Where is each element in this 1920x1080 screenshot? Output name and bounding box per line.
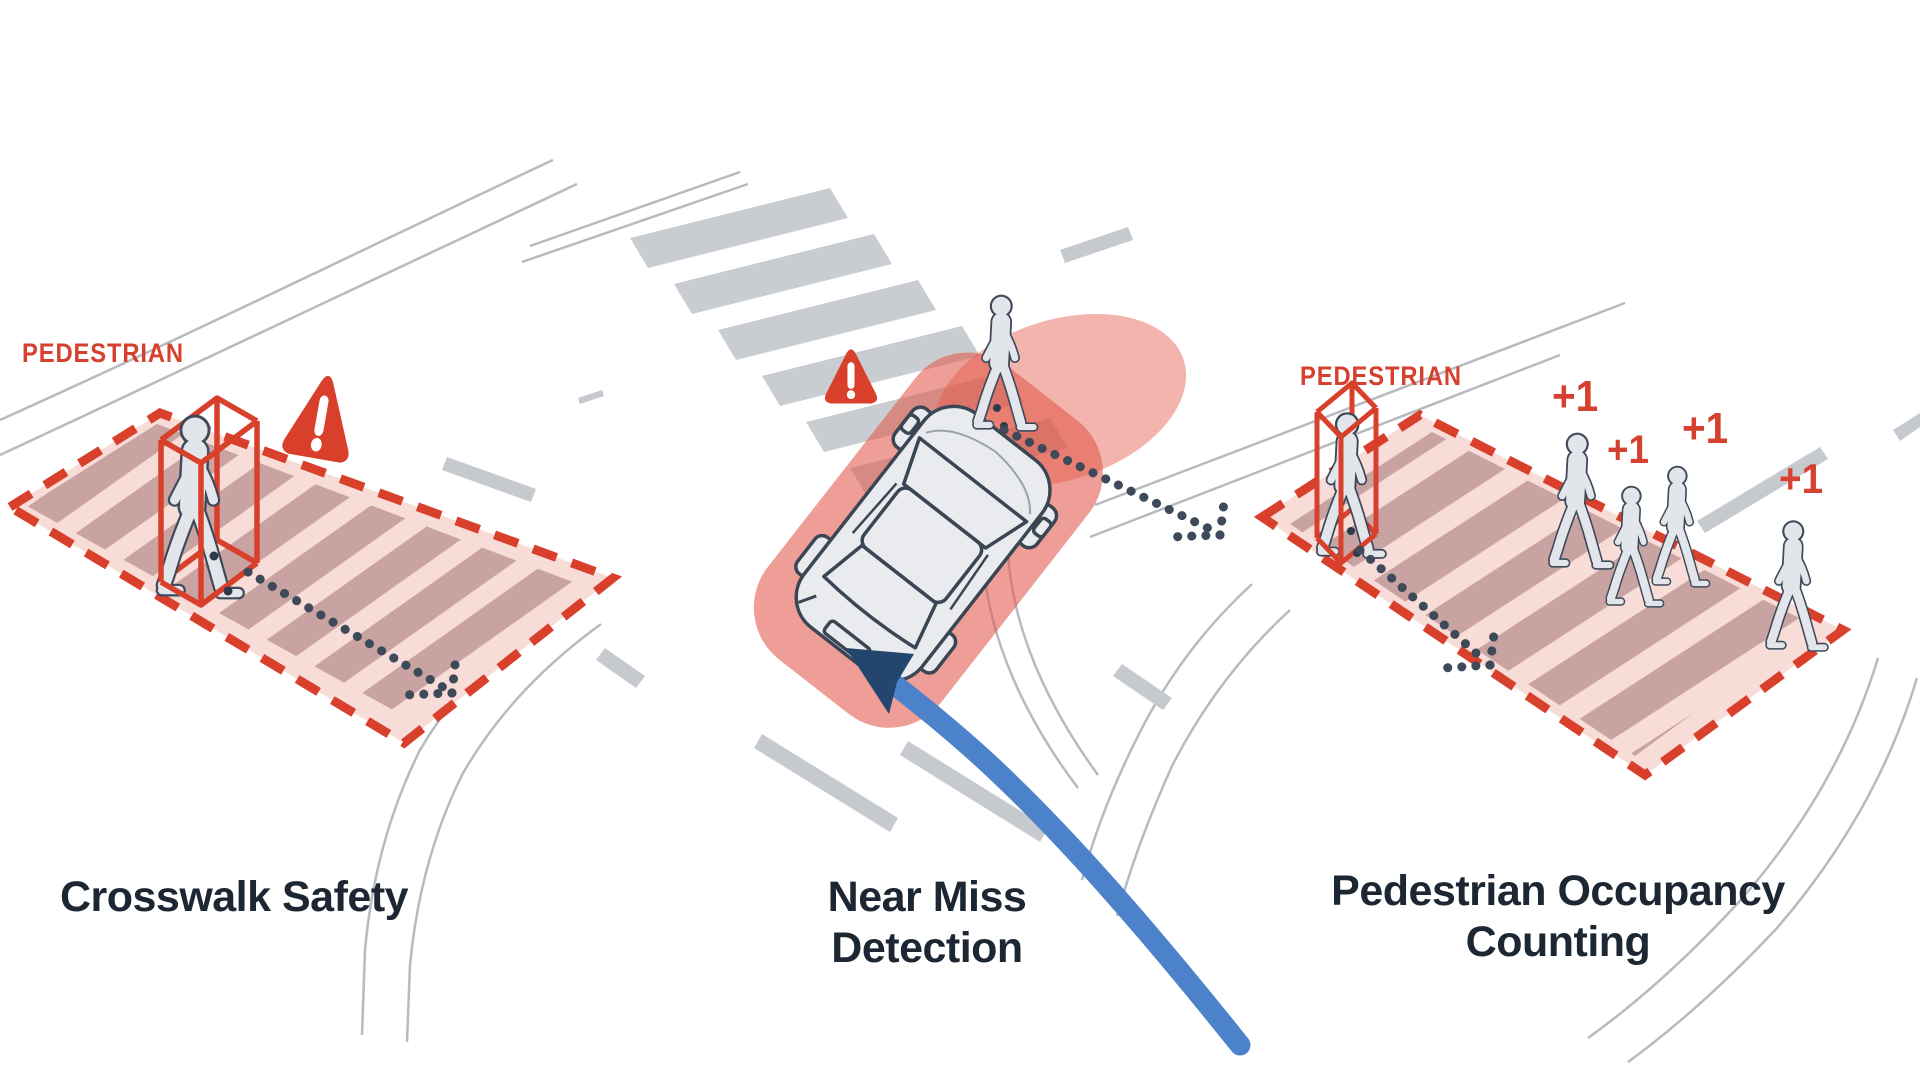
pedestrian-detection-label: PEDESTRIAN — [1300, 361, 1462, 391]
warning-icon — [281, 370, 362, 464]
detection-box-back — [159, 395, 259, 585]
count-increment-label: +1 — [1779, 455, 1824, 502]
panel-caption-pedestrian-occupancy-counting: Pedestrian Occupancy Counting — [1331, 867, 1785, 966]
vehicle — [794, 404, 1059, 683]
pedestrian-detection-label: PEDESTRIAN — [22, 338, 184, 368]
panel-caption-crosswalk-safety: Crosswalk Safety — [59, 873, 409, 921]
lane-markings — [442, 227, 1920, 842]
count-increment-label: +1 — [1682, 404, 1729, 453]
count-increment-label: +1 — [1552, 372, 1599, 421]
vehicle-path-arrow — [846, 648, 1251, 1056]
pedestrian-path-arrow — [1355, 545, 1499, 673]
detection-box-front — [1314, 406, 1379, 566]
pose-keypoints — [209, 551, 233, 596]
panel-caption-near-miss-detection: Near Miss Detection — [827, 873, 1027, 972]
count-increment-label: +1 — [1607, 428, 1649, 472]
pedestrian-path-arrow — [243, 567, 461, 700]
pedestrian-path-arrow — [999, 425, 1229, 542]
detection-box-front — [158, 418, 260, 608]
crosswalk-zone-right — [1253, 409, 1852, 781]
